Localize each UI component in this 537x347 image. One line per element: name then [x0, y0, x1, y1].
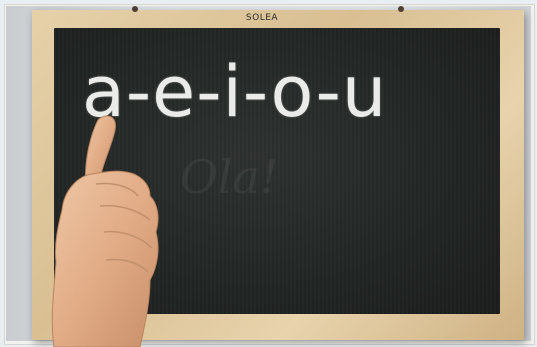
index-finger [85, 115, 116, 187]
chalkboard-brand-label: SOLEA [245, 13, 279, 23]
erased-chalk-writing: Ola! [180, 150, 279, 204]
hand-palm [51, 170, 159, 347]
chalk-vowels: a-e-i-o-u [82, 51, 388, 133]
frame-nail-left [132, 6, 138, 12]
frame-nail-right [398, 6, 404, 12]
